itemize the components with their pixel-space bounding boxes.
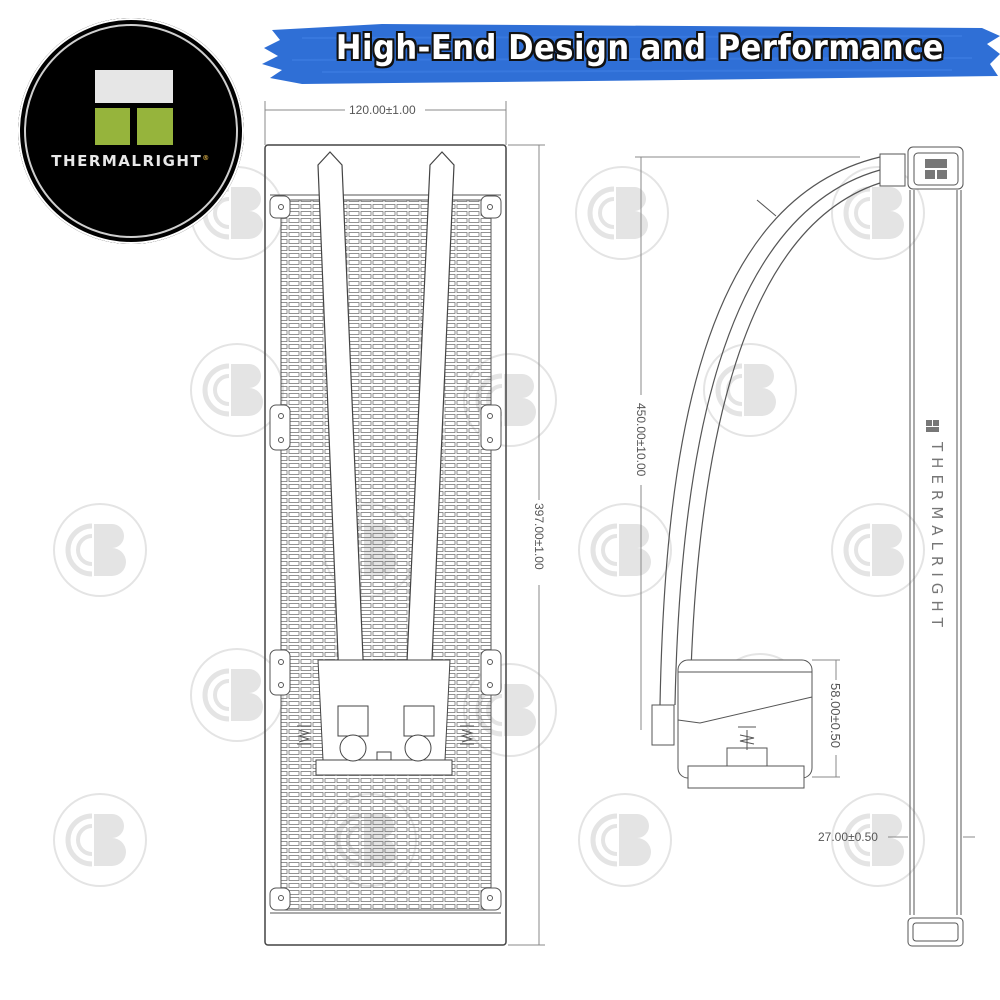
dimension-width-label: 120.00±1.00 [349, 103, 416, 117]
logo-brand-name: THERMALRIGHT [51, 152, 203, 170]
radiator-side-brand-label: THERMALRIGHT [928, 442, 946, 633]
dimension-radiator-thickness-label: 27.00±0.50 [818, 830, 878, 844]
dimension-tube-length-label: 450.00±10.00 [634, 403, 648, 477]
thermalright-mark-icon [95, 70, 173, 145]
logo-ring [24, 24, 238, 238]
banner-brush-stroke [262, 24, 1000, 84]
banner-title: High-End Design and Performance [335, 28, 945, 68]
registered-mark: ® [202, 154, 211, 162]
logo-brand-text: THERMALRIGHT® [18, 152, 244, 170]
dimension-pump-height-label: 58.00±0.50 [828, 683, 843, 748]
